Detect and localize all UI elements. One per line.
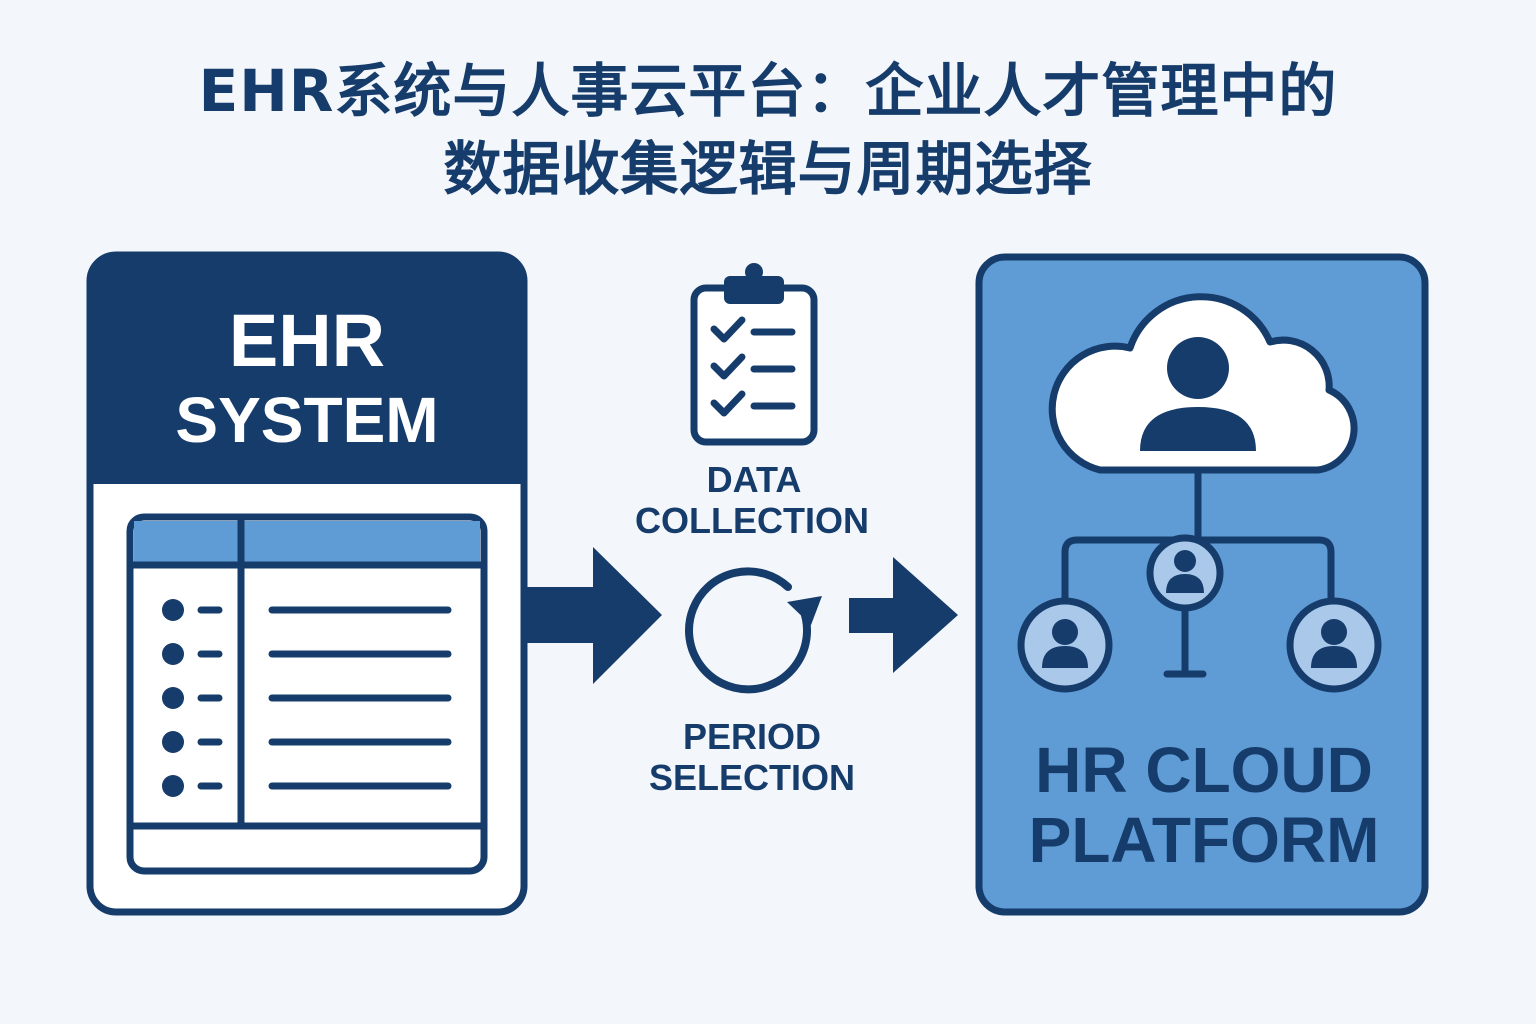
user-icon: [1140, 337, 1256, 451]
step-data-collection-line-1: DATA: [707, 459, 802, 500]
hr-title-line-1: HR CLOUD: [1035, 734, 1373, 806]
table-row: [162, 731, 452, 753]
hr-title-line-2: PLATFORM: [1029, 804, 1380, 876]
user-node-icon: [1017, 597, 1113, 693]
table-row: [162, 775, 452, 797]
page-title-line-2: 数据收集逻辑与周期选择: [443, 135, 1093, 203]
hr-cloud-platform-panel: HR CLOUD PLATFORM: [975, 253, 1429, 916]
ehr-title-line-1: EHR: [229, 299, 385, 382]
clipboard-checklist-icon: [690, 263, 818, 446]
arrow-right-icon: [524, 547, 662, 684]
cycle-arrow-icon: [685, 567, 822, 694]
table-row: [162, 643, 452, 665]
page-title-line-1: EHR系统与人事云平台：企业人才管理中的: [198, 57, 1338, 125]
step-data-collection-line-2: COLLECTION: [635, 500, 869, 541]
step-period-selection-line-2: SELECTION: [649, 757, 855, 798]
cloud-user-network-icon: [1017, 293, 1382, 693]
table-row: [162, 599, 452, 621]
ehr-system-panel: EHR SYSTEM: [86, 251, 528, 916]
ehr-title-line-2: SYSTEM: [175, 384, 438, 456]
table-icon: [126, 513, 488, 875]
arrow-right-icon: [849, 557, 958, 673]
user-node-icon: [1286, 597, 1382, 693]
table-row: [162, 687, 452, 709]
user-node-icon: [1146, 534, 1224, 612]
ehr-panel-header: [90, 255, 524, 484]
step-period-selection-line-1: PERIOD: [683, 716, 821, 757]
